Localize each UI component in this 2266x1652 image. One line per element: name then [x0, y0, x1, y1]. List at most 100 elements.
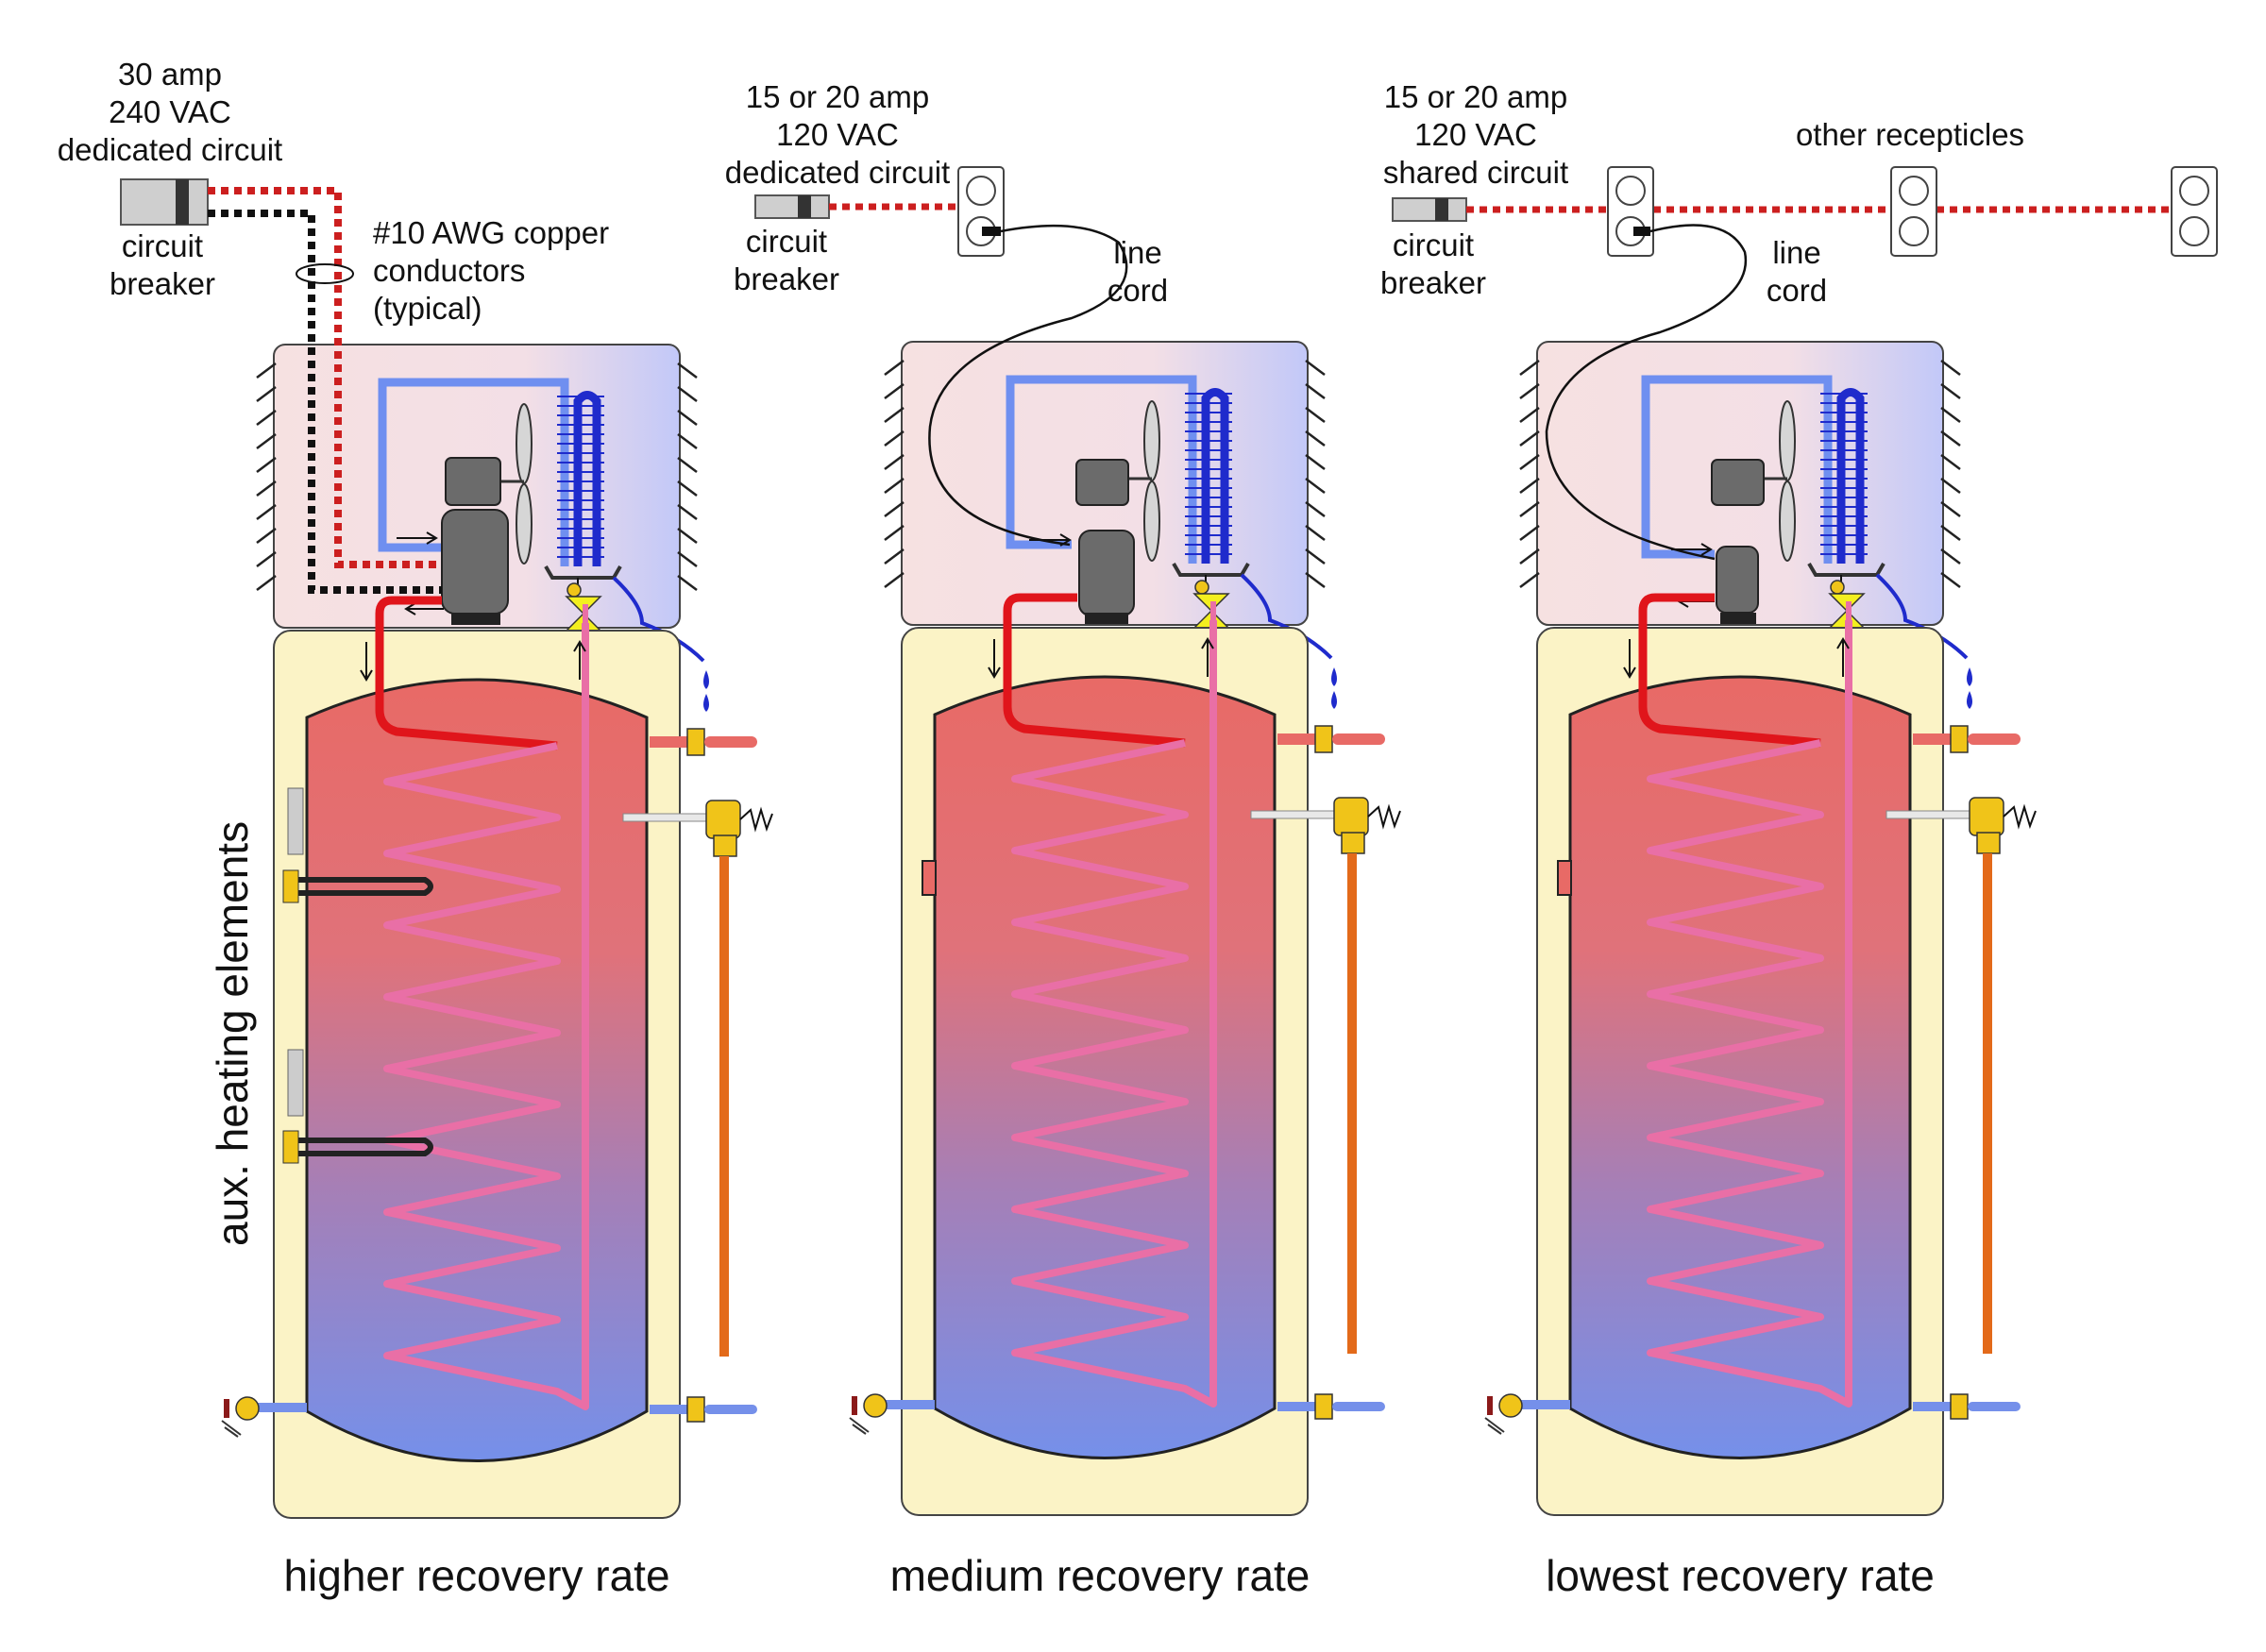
unit-medium: 15 or 20 amp 120 VAC dedicated circuit c…	[725, 79, 1401, 1600]
supply-label-line3: shared circuit	[1383, 155, 1568, 190]
tank-inner	[1568, 675, 1912, 1459]
flow-arrow	[1836, 637, 1850, 677]
cord-label-line1: line	[1772, 235, 1820, 270]
relief-valve-icon	[1250, 797, 1401, 1354]
compressor-feet	[1085, 613, 1128, 624]
tank-inner	[933, 675, 1277, 1459]
discharge-line	[375, 596, 558, 750]
tank	[849, 593, 1401, 1516]
other-receptacles-label: other recepticles	[1796, 117, 2024, 152]
fan-icon	[1119, 400, 1160, 562]
flow-arrow	[1623, 639, 1636, 679]
heat-pump-module	[256, 344, 709, 712]
evaporator-coil	[557, 391, 604, 566]
cold-inlet	[650, 1396, 757, 1423]
condensate-drip-icon	[1967, 667, 1972, 709]
line-cord	[1545, 224, 1748, 561]
discharge-line	[1638, 593, 1821, 748]
supply-label-line3: dedicated circuit	[58, 132, 282, 167]
condensate-drain-line	[1240, 573, 1333, 660]
flow-arrow	[404, 602, 444, 615]
breaker-label-line1: circuit	[746, 224, 827, 259]
air-intake-left-hatch	[256, 362, 698, 591]
evaporator-coil	[1820, 388, 1868, 564]
breaker-label-line2: breaker	[1380, 265, 1486, 300]
compressor-icon	[1716, 546, 1759, 614]
unit-higher: 30 amp 240 VAC dedicated circuit circuit…	[58, 57, 773, 1600]
duplex-outlet-icon	[1607, 166, 1654, 257]
condenser-coil	[383, 623, 589, 1410]
relief-discharge-pipe	[719, 856, 729, 1357]
tank-inner	[305, 678, 649, 1462]
evaporator-coil	[1185, 388, 1232, 564]
hot-outlet	[1277, 725, 1385, 753]
drain-valve-icon	[1484, 1393, 1570, 1435]
compressor-icon	[1078, 530, 1135, 616]
wiring-120v-dedicated	[754, 166, 1128, 547]
aux-heating-label: aux. heating elements	[208, 821, 257, 1246]
breaker-label-line2: breaker	[734, 261, 839, 296]
compressor-icon	[441, 509, 509, 615]
tank	[221, 596, 773, 1519]
relief-discharge-pipe	[1983, 853, 1992, 1354]
compressor-feet	[451, 614, 500, 625]
flow-arrow	[573, 640, 586, 680]
breaker-label-line2: breaker	[110, 266, 215, 301]
caption-lowest: lowest recovery rate	[1546, 1551, 1935, 1600]
condenser-coil	[1647, 620, 1852, 1408]
cord-label-line1: line	[1113, 235, 1161, 270]
element-port-plug	[922, 860, 937, 896]
supply-label-line1: 30 amp	[118, 57, 222, 92]
fan-icon	[491, 403, 533, 565]
heating-element-icon	[282, 787, 433, 903]
cold-inlet	[1913, 1393, 2021, 1420]
tank	[1484, 593, 2037, 1516]
condensate-drip-icon	[1331, 667, 1337, 709]
duplex-outlet-icon	[957, 166, 1005, 257]
conductor-note-line3: (typical)	[373, 291, 482, 326]
heating-element-icon	[282, 1049, 433, 1164]
circuit-breaker-icon	[120, 178, 209, 226]
compressor-motor	[445, 457, 501, 506]
relief-valve-icon	[622, 800, 773, 1357]
condensate-drain-line	[612, 576, 705, 663]
drip-tray	[544, 565, 622, 580]
element-port-plug	[1557, 860, 1572, 896]
drip-tray	[1172, 562, 1250, 577]
cold-inlet	[1277, 1393, 1385, 1420]
circuit-breaker-icon	[754, 194, 830, 219]
supply-label-line2: 120 VAC	[776, 117, 899, 152]
condensate-drip-icon	[703, 670, 709, 712]
relief-discharge-pipe	[1347, 853, 1357, 1354]
conductor-note-line1: #10 AWG copper	[373, 215, 609, 250]
wiring-120v-shared	[1392, 166, 2218, 561]
neutral-conductor	[208, 210, 442, 594]
conductor-note-line2: conductors	[373, 253, 525, 288]
circuit-breaker-icon	[1392, 197, 1467, 222]
hot-outlet	[650, 728, 757, 756]
drip-tray	[1807, 562, 1886, 577]
cord-label-line2: cord	[1767, 273, 1827, 308]
breaker-label-line1: circuit	[122, 228, 203, 263]
duplex-outlet-icon	[1890, 166, 1937, 257]
supply-label-line2: 240 VAC	[109, 94, 231, 129]
fan-icon	[1754, 400, 1796, 562]
discharge-line	[1003, 593, 1186, 748]
flow-arrow	[988, 639, 1001, 679]
heat-pump-module	[1519, 341, 1972, 709]
condenser-coil	[1011, 620, 1217, 1408]
conductor-bundle-ring	[296, 263, 354, 284]
air-intake-hatch	[1519, 360, 1961, 588]
condensate-drain-line	[1875, 573, 1969, 660]
breaker-label-line1: circuit	[1393, 228, 1474, 262]
supply-label-line1: 15 or 20 amp	[1384, 79, 1567, 114]
caption-higher: higher recovery rate	[283, 1551, 669, 1600]
flow-arrow	[1201, 637, 1214, 677]
air-intake-hatch	[884, 360, 1326, 588]
hot-conductor	[208, 187, 442, 568]
cord-label-line2: cord	[1108, 273, 1168, 308]
compressor-motor	[1711, 459, 1765, 506]
compressor-feet	[1720, 613, 1756, 624]
supply-label-line3: dedicated circuit	[725, 155, 950, 190]
